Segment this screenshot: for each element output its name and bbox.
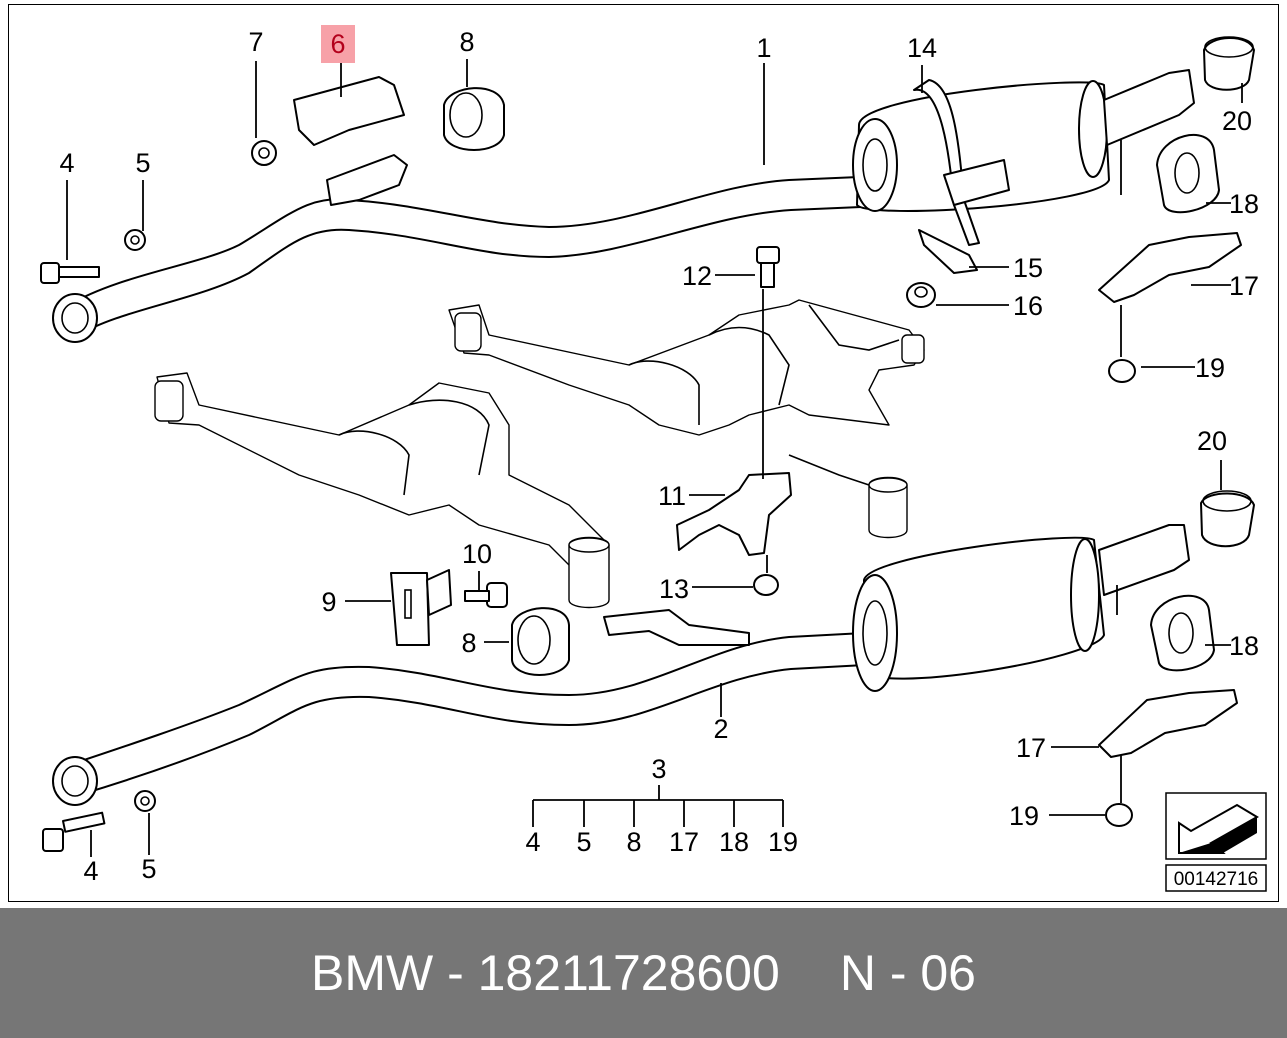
nut-19-upper bbox=[1108, 359, 1136, 383]
rear-subframe-lower bbox=[154, 372, 610, 609]
rubber-mount-8-lower bbox=[511, 607, 570, 676]
hanger-bracket-11 bbox=[676, 472, 792, 556]
exhaust-upper-assembly bbox=[52, 69, 1195, 343]
callout-10: 10 bbox=[462, 539, 492, 569]
clamp-bracket-6 bbox=[293, 76, 408, 206]
callout-8-lower: 8 bbox=[461, 628, 476, 658]
leader-lines bbox=[66, 59, 1243, 857]
callout-19-group: 19 bbox=[768, 827, 798, 857]
orientation-arrow-box: 00142716 bbox=[1165, 792, 1267, 892]
callout-20-upper: 20 bbox=[1222, 106, 1252, 136]
callout-8-upper: 8 bbox=[459, 27, 474, 57]
part-info-footer: BMW - 18211728600 N - 06 bbox=[0, 908, 1287, 1038]
callout-17-upper: 17 bbox=[1229, 271, 1259, 301]
callout-13: 13 bbox=[659, 574, 689, 604]
bracket-9 bbox=[390, 569, 452, 646]
callout-4-group: 4 bbox=[525, 827, 540, 857]
callout-7: 7 bbox=[248, 27, 263, 57]
callout-12: 12 bbox=[682, 261, 712, 291]
callout-18-upper: 18 bbox=[1229, 189, 1259, 219]
rubber-ring-18-upper bbox=[1156, 134, 1220, 214]
nut-5-upper bbox=[124, 229, 146, 251]
rubber-ring-18-lower bbox=[1150, 594, 1215, 672]
brand-part-number: BMW - 18211728600 bbox=[311, 945, 780, 1001]
nut-19-lower bbox=[1105, 803, 1133, 827]
nut-5-lower bbox=[134, 790, 156, 812]
nut-13 bbox=[753, 574, 779, 596]
callout-17-lower: 17 bbox=[1016, 733, 1046, 763]
heat-shield-17-lower bbox=[1098, 689, 1238, 758]
exhaust-lower-assembly bbox=[52, 524, 1190, 806]
callout-14: 14 bbox=[907, 33, 937, 63]
callout-4-lower: 4 bbox=[83, 856, 98, 886]
sleeve-20-lower bbox=[1200, 490, 1255, 548]
bolt-10 bbox=[464, 582, 508, 608]
bolt-4-lower bbox=[42, 811, 106, 852]
callout-3: 3 bbox=[651, 754, 666, 784]
callout-16: 16 bbox=[1013, 291, 1043, 321]
rubber-mount-8-upper bbox=[443, 87, 505, 151]
callout-4-upper: 4 bbox=[59, 148, 74, 178]
callout-8-group: 8 bbox=[626, 827, 641, 857]
callout-1: 1 bbox=[756, 33, 771, 63]
heat-shield-17-upper bbox=[1098, 232, 1242, 303]
bolt-12 bbox=[756, 246, 780, 288]
callout-9: 9 bbox=[321, 587, 336, 617]
differential-mount-right bbox=[788, 454, 908, 539]
exploded-parts-diagram: 1 2 3 4 4 4 5 5 5 6 7 8 8 8 9 10 11 12 1… bbox=[8, 4, 1279, 902]
callout-5-upper: 5 bbox=[135, 148, 150, 178]
nut-16 bbox=[906, 282, 936, 308]
callout-20-lower: 20 bbox=[1197, 426, 1227, 456]
callout-19-upper: 19 bbox=[1195, 353, 1225, 383]
callout-19-lower: 19 bbox=[1009, 801, 1039, 831]
callout-11: 11 bbox=[658, 481, 686, 511]
bolt-4-upper bbox=[40, 262, 100, 284]
callout-labels: 1 2 3 4 4 4 5 5 5 6 7 8 8 8 9 10 11 12 1… bbox=[59, 27, 1259, 886]
nut-7 bbox=[251, 140, 277, 166]
diagram-drawing: 1 2 3 4 4 4 5 5 5 6 7 8 8 8 9 10 11 12 1… bbox=[40, 25, 1267, 892]
callout-18-group: 18 bbox=[719, 827, 749, 857]
highlight-box-6 bbox=[321, 25, 355, 63]
catalog-number: 00142716 bbox=[1174, 869, 1259, 890]
callout-18-lower: 18 bbox=[1229, 631, 1259, 661]
callout-17-group: 17 bbox=[669, 827, 699, 857]
callout-6-highlighted: 6 bbox=[330, 29, 345, 59]
diagram-position: N - 06 bbox=[839, 945, 976, 1001]
callout-15: 15 bbox=[1013, 253, 1043, 283]
sleeve-20-upper bbox=[1203, 36, 1255, 91]
rear-subframe-upper bbox=[448, 299, 925, 436]
callout-2: 2 bbox=[713, 714, 728, 744]
callout-5-lower: 5 bbox=[141, 854, 156, 884]
callout-5-group: 5 bbox=[576, 827, 591, 857]
